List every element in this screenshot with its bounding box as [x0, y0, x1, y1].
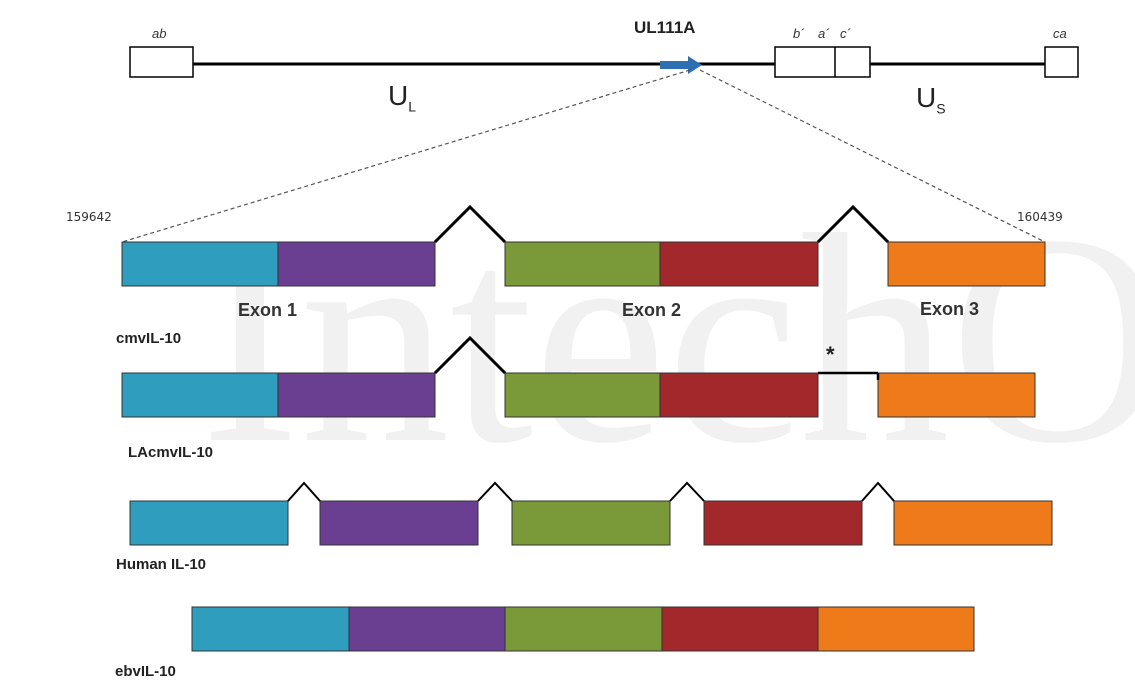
region-short-label: US	[916, 82, 946, 117]
mid-box-label-c: c´	[840, 26, 851, 41]
segment-orange	[877, 372, 1036, 418]
variant-label-human-il10: Human IL-10	[116, 556, 207, 573]
intron-2	[477, 481, 513, 502]
segment-orange	[887, 241, 1046, 287]
intron-2	[816, 204, 890, 244]
terminal-repeat-right-box	[1044, 46, 1079, 78]
right-box-label: ca	[1053, 26, 1067, 41]
zoom-line-right	[699, 69, 1046, 243]
intron-1	[433, 204, 507, 244]
variant-label-ebvil10: ebvIL-10	[115, 663, 176, 680]
segment-green	[504, 606, 663, 652]
variant-label-lacmvil10: LAcmvIL-10	[128, 444, 214, 461]
zoom-line-left	[121, 69, 691, 243]
segment-green	[504, 372, 661, 418]
terminal-repeat-left-box	[129, 46, 194, 78]
exon-1-label: Exon 1	[238, 300, 298, 320]
stop-codon-marker: *	[826, 342, 835, 367]
segment-purple	[348, 606, 506, 652]
coordinate-start: 159642	[66, 210, 112, 224]
arrow-right-icon	[660, 56, 702, 74]
segment-blue	[121, 372, 279, 418]
segment-orange	[893, 500, 1053, 546]
exon-3-label: Exon 3	[920, 299, 980, 319]
segment-purple	[277, 241, 436, 287]
segment-green	[511, 500, 671, 546]
segment-red	[661, 606, 819, 652]
segment-blue	[129, 500, 289, 546]
segment-red	[659, 372, 819, 418]
intron-1	[287, 481, 321, 502]
variant-label-cmvil10: cmvIL-10	[116, 330, 182, 347]
exon-2-label: Exon 2	[622, 300, 682, 320]
segment-purple	[277, 372, 436, 418]
region-long-label: UL	[388, 80, 417, 115]
internal-repeat-box	[774, 46, 871, 78]
segment-red	[659, 241, 819, 287]
segment-green	[504, 241, 661, 287]
gene-label: UL111A	[634, 18, 696, 37]
mid-box-label-b: b´	[793, 26, 805, 41]
segment-purple	[319, 500, 479, 546]
intron-1	[433, 335, 507, 375]
segment-red	[703, 500, 863, 546]
mid-box-label-a: a´	[818, 26, 830, 41]
segment-blue	[191, 606, 350, 652]
segment-orange	[817, 606, 975, 652]
left-box-label: ab	[152, 26, 167, 41]
intron-3	[669, 481, 705, 502]
coordinate-end: 160439	[1017, 210, 1063, 224]
segment-blue	[121, 241, 279, 287]
intron-4	[861, 481, 895, 502]
